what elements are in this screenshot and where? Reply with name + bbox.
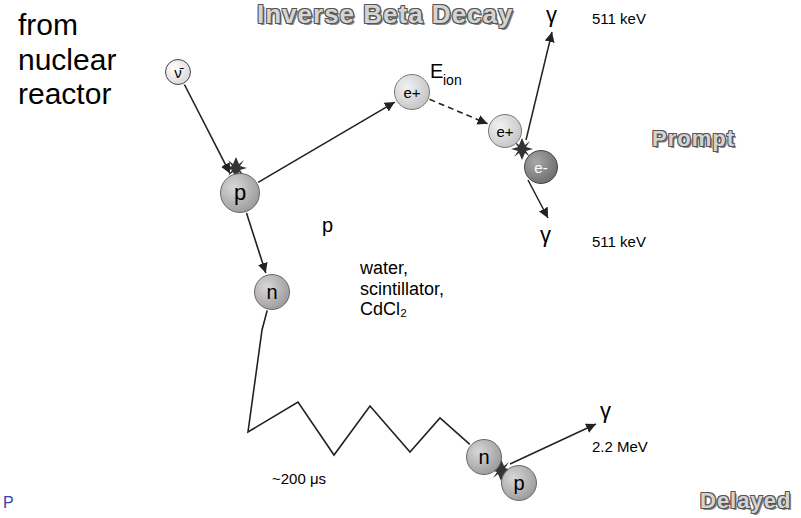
particle-symbol: ν̄ — [174, 64, 182, 81]
gamma-symbol: γ — [600, 398, 611, 423]
particle-track — [430, 99, 488, 123]
energy-value: 511 keV — [592, 233, 646, 250]
neutron-particle: n — [254, 274, 290, 310]
particle-symbol: e+ — [496, 123, 513, 140]
phase-tag: Prompt — [652, 126, 735, 151]
time-note: ~200 μs — [272, 470, 326, 487]
energy-value: 2.2 MeV — [592, 438, 648, 455]
particle-symbol: p — [234, 180, 246, 206]
proton-label: p — [322, 214, 333, 237]
antineutrino-particle: ν̄ — [165, 59, 191, 85]
energy-subscript: ion — [443, 72, 462, 88]
medium-note: water, scintillator, CdCl₂ — [360, 258, 472, 320]
phase-tag: Delayed — [700, 488, 791, 513]
proton-particle: p — [220, 173, 260, 213]
proton-particle: p — [501, 465, 537, 501]
page-mark: P — [3, 494, 14, 512]
particle-symbol: p — [513, 472, 524, 495]
energy-symbol: E — [430, 60, 443, 83]
title: Inverse Beta Decay — [257, 0, 513, 30]
gamma-symbol: γ — [546, 2, 557, 27]
energy-value: 511 keV — [592, 10, 646, 27]
particle-symbol: e- — [534, 159, 547, 176]
neutron-path — [248, 310, 470, 455]
neutron-particle: n — [466, 439, 502, 475]
particle-symbol: n — [478, 446, 489, 469]
gamma-symbol: γ — [540, 222, 551, 247]
positron-particle: e+ — [394, 74, 430, 110]
gamma-ray — [528, 180, 548, 218]
gamma-ray — [510, 424, 596, 464]
gamma-ray — [526, 32, 552, 140]
source-note: from nuclear reactor — [18, 8, 168, 112]
positron-particle: e+ — [488, 114, 522, 148]
particle-symbol: n — [266, 281, 277, 304]
particle-track — [258, 102, 395, 182]
particle-symbol: e+ — [403, 84, 420, 101]
electron-particle: e- — [524, 150, 558, 184]
particle-track — [184, 85, 230, 174]
particle-track — [247, 213, 266, 273]
